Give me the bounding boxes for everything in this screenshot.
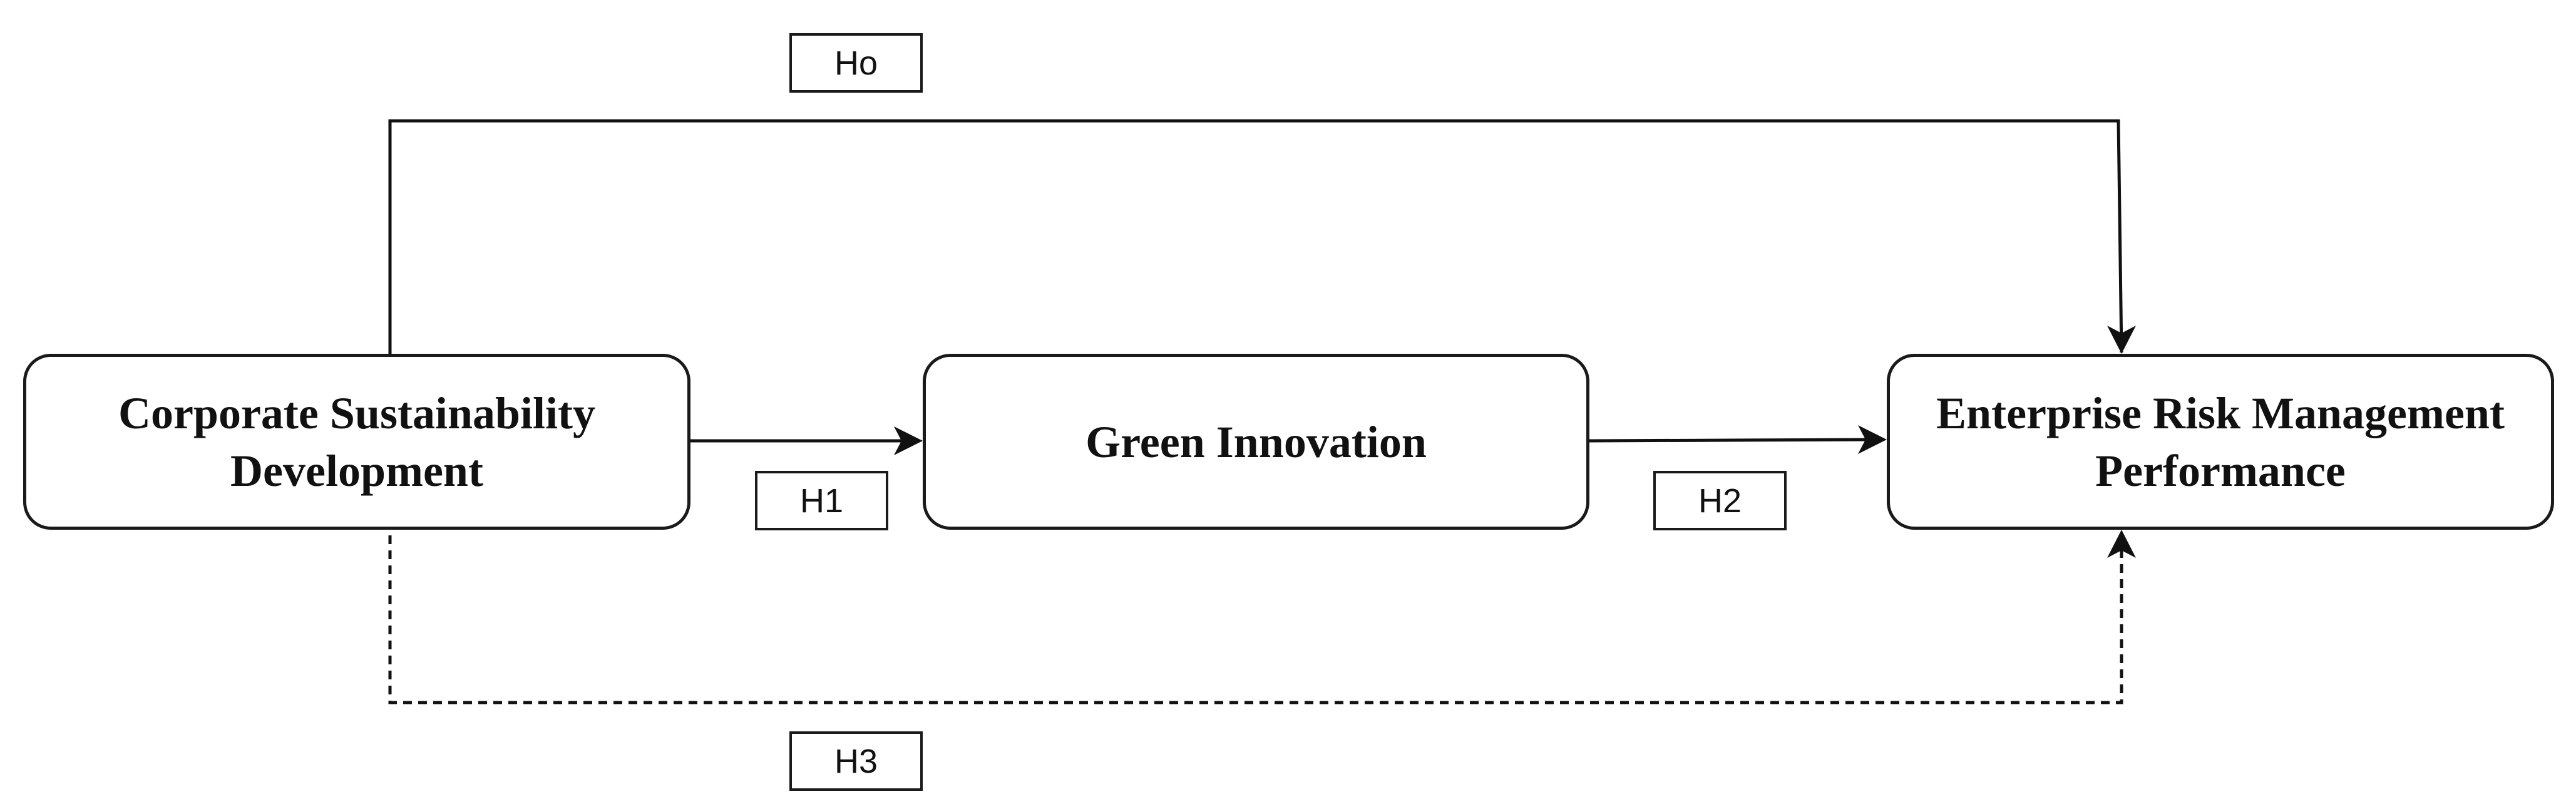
edge-ho-arrowhead xyxy=(2107,326,2136,354)
node-corporate-sustainability-development[interactable]: Corporate Sustainability Development xyxy=(23,354,690,530)
edge-ho xyxy=(388,119,2123,354)
node-enterprise-risk-management-performance[interactable]: Enterprise Risk Management Performance xyxy=(1887,354,2554,530)
edge-label-h2: H2 xyxy=(1653,471,1787,530)
edge-h2-arrowhead xyxy=(1858,425,1887,454)
edge-label-ho: Ho xyxy=(789,33,923,93)
node-label: Green Innovation xyxy=(1085,416,1427,467)
edge-h2 xyxy=(1588,438,1879,443)
node-label: Corporate Sustainability Development xyxy=(118,388,596,496)
node-label: Enterprise Risk Management Performance xyxy=(1936,388,2505,496)
edge-label-h1: H1 xyxy=(755,471,888,530)
edge-h1-arrowhead xyxy=(894,426,923,455)
edge-label-h3: H3 xyxy=(789,731,923,791)
edge-h3-arrowhead xyxy=(2107,530,2136,558)
node-green-innovation[interactable]: Green Innovation xyxy=(923,354,1589,530)
edge-h3 xyxy=(388,535,2123,704)
